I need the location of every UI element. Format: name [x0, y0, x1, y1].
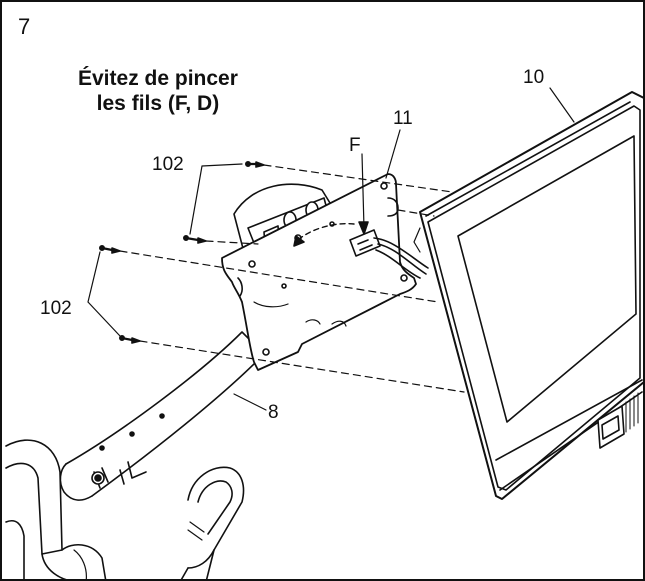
leader-8 [233, 393, 267, 411]
console-screen [457, 135, 637, 423]
screw-leader-upper [189, 163, 243, 235]
console-unit [413, 91, 643, 500]
callout-screws-upper: 102 [152, 154, 184, 175]
callout-bracket: 11 [393, 108, 413, 129]
callout-screws-lower: 102 [40, 298, 72, 319]
leader-10 [549, 87, 575, 123]
screws-lower [87, 209, 465, 393]
leader-11 [385, 129, 401, 179]
step-number: 7 [18, 14, 31, 39]
warning-note: Évitez de pincer les fils (F, D) [78, 66, 238, 116]
upright-tube [59, 331, 265, 501]
screw-leader-lower [87, 251, 121, 337]
wire-harness [293, 153, 429, 279]
wire-routing-arrow [297, 222, 355, 241]
warning-line-2: les fils (F, D) [96, 92, 220, 115]
callout-wire-f: F [349, 135, 361, 156]
lower-frame [5, 439, 107, 579]
callout-console: 10 [523, 67, 545, 88]
screws-upper [183, 161, 453, 245]
console-vents [625, 392, 639, 433]
handlebar-grip [180, 466, 245, 579]
callout-upright: 8 [268, 402, 279, 423]
warning-line-1: Évitez de pincer [78, 67, 238, 90]
callout-f-arrow [361, 153, 365, 229]
